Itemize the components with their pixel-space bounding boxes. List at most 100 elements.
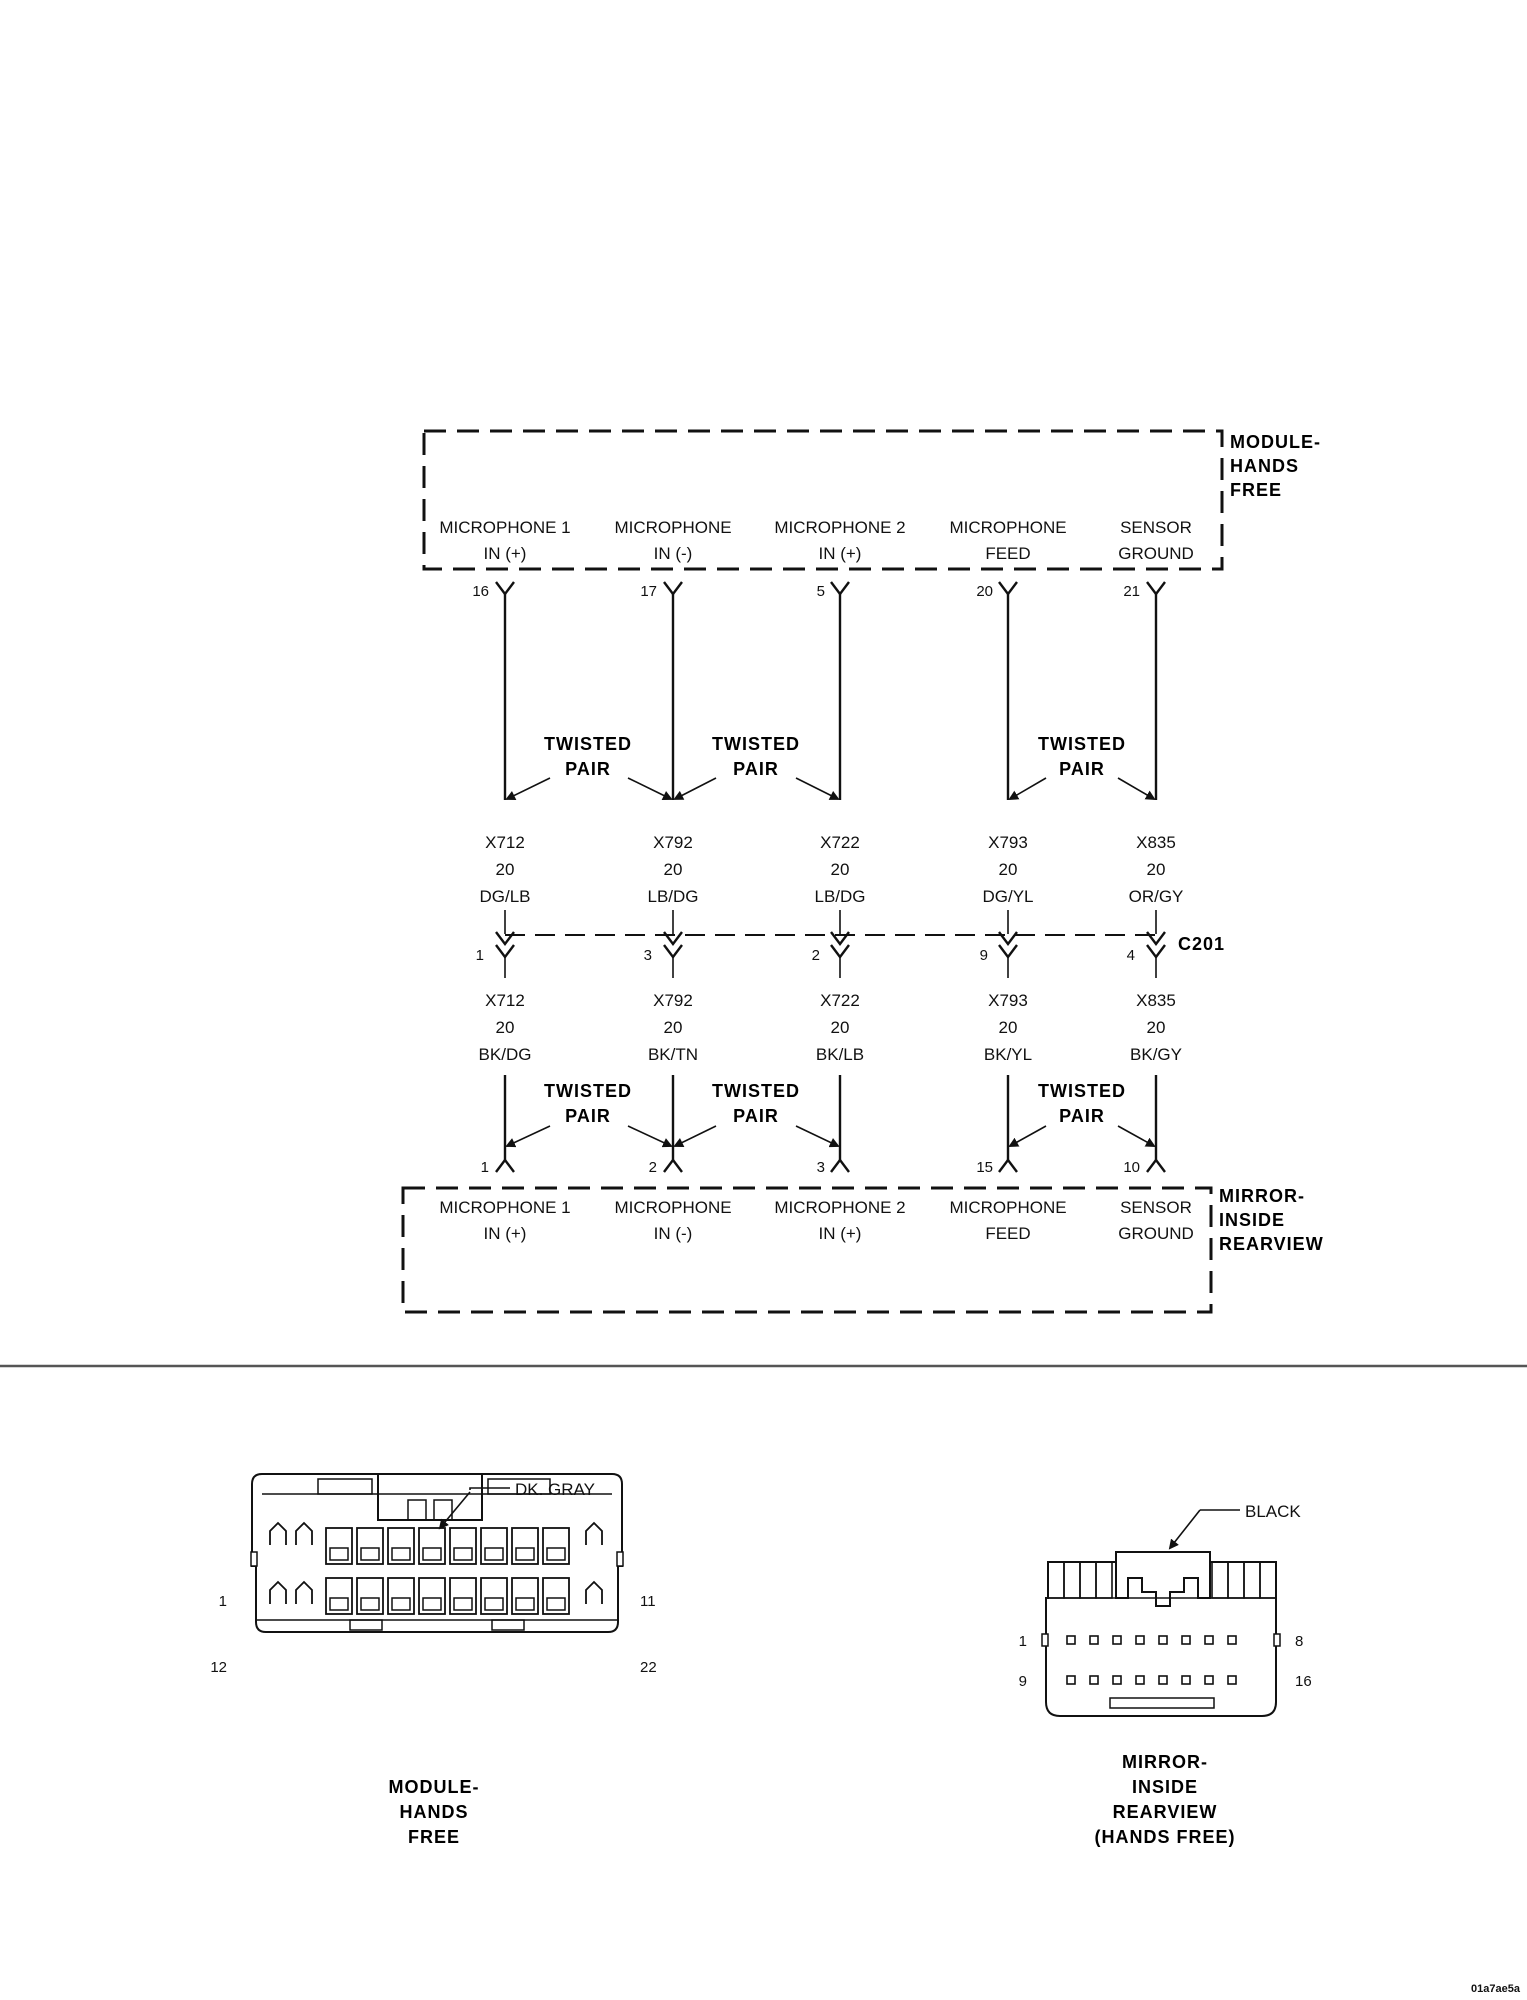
svg-text:MIRROR-: MIRROR- xyxy=(1122,1752,1208,1772)
svg-text:MICROPHONE 2: MICROPHONE 2 xyxy=(774,1198,905,1217)
svg-text:X722: X722 xyxy=(820,833,860,852)
twisted-pair-label: TWISTED PAIR xyxy=(1038,1081,1126,1126)
svg-text:BK/LB: BK/LB xyxy=(816,1045,864,1064)
svg-text:MIRROR-: MIRROR- xyxy=(1219,1186,1305,1206)
svg-text:TWISTED: TWISTED xyxy=(544,734,632,754)
svg-text:MICROPHONE: MICROPHONE xyxy=(949,1198,1066,1217)
mirror-pin-function-5: SENSOR GROUND xyxy=(1118,1198,1194,1243)
svg-text:HANDS: HANDS xyxy=(399,1802,468,1822)
svg-text:LB/DG: LB/DG xyxy=(814,887,865,906)
module-color-leader xyxy=(469,1487,510,1490)
svg-text:X712: X712 xyxy=(485,991,525,1010)
svg-text:FEED: FEED xyxy=(985,544,1030,563)
module-pin-number: 20 xyxy=(976,583,993,600)
svg-text:INSIDE: INSIDE xyxy=(1219,1210,1285,1230)
svg-text:SENSOR: SENSOR xyxy=(1120,518,1192,537)
mirror-pin-number: 10 xyxy=(1123,1159,1140,1176)
module-pin-number: 16 xyxy=(472,583,489,600)
svg-text:X835: X835 xyxy=(1136,833,1176,852)
mirror-pin-function-3: MICROPHONE 2 IN (+) xyxy=(774,1198,905,1243)
lower-wires xyxy=(503,1075,1158,1160)
module-connector-pin-label: 11 xyxy=(640,1593,656,1610)
svg-text:20: 20 xyxy=(999,860,1018,879)
twisted-pair-label: TWISTED PAIR xyxy=(544,1081,632,1126)
svg-text:X792: X792 xyxy=(653,833,693,852)
svg-text:IN (-): IN (-) xyxy=(654,544,693,563)
upper-wires xyxy=(503,594,1158,800)
lower-wire-label-5: X835 20 BK/GY xyxy=(1130,991,1182,1064)
svg-text:20: 20 xyxy=(831,860,850,879)
svg-text:SENSOR: SENSOR xyxy=(1120,1198,1192,1217)
svg-text:X793: X793 xyxy=(988,991,1028,1010)
svg-text:PAIR: PAIR xyxy=(565,759,611,779)
svg-text:MODULE-: MODULE- xyxy=(389,1777,480,1797)
svg-text:TWISTED: TWISTED xyxy=(544,1081,632,1101)
module-hands-free-box xyxy=(422,429,1224,571)
svg-text:FREE: FREE xyxy=(408,1827,460,1847)
svg-text:IN (+): IN (+) xyxy=(819,1224,862,1243)
svg-text:MICROPHONE 1: MICROPHONE 1 xyxy=(439,518,570,537)
svg-text:20: 20 xyxy=(496,1018,515,1037)
svg-text:GROUND: GROUND xyxy=(1118,1224,1194,1243)
mirror-pin-number: 3 xyxy=(817,1159,825,1176)
mirror-pin-number: 1 xyxy=(481,1159,489,1176)
mirror-pin-function-1: MICROPHONE 1 IN (+) xyxy=(439,1198,570,1243)
lower-wire-label-3: X722 20 BK/LB xyxy=(816,991,864,1064)
svg-text:TWISTED: TWISTED xyxy=(1038,1081,1126,1101)
svg-text:HANDS: HANDS xyxy=(1230,456,1299,476)
c201-pin-number: 9 xyxy=(980,947,988,964)
svg-text:OR/GY: OR/GY xyxy=(1129,887,1184,906)
svg-text:20: 20 xyxy=(664,1018,683,1037)
mirror-color-arrow xyxy=(1168,1509,1201,1550)
upper-wire-label-4: X793 20 DG/YL xyxy=(982,833,1033,906)
module-pin-function-5: SENSOR GROUND xyxy=(1118,518,1194,563)
module-terminals xyxy=(495,581,1166,596)
svg-text:REARVIEW: REARVIEW xyxy=(1113,1802,1218,1822)
svg-text:PAIR: PAIR xyxy=(1059,759,1105,779)
svg-text:FEED: FEED xyxy=(985,1224,1030,1243)
module-color-arrow xyxy=(438,1491,471,1530)
module-color-label: DK. GRAY xyxy=(515,1480,595,1499)
mirror-connector-pin-label: 1 xyxy=(1019,1633,1027,1650)
svg-text:X792: X792 xyxy=(653,991,693,1010)
svg-text:MICROPHONE: MICROPHONE xyxy=(614,1198,731,1217)
svg-text:FREE: FREE xyxy=(1230,480,1282,500)
svg-text:DG/LB: DG/LB xyxy=(479,887,530,906)
mirror-inside-rearview-box xyxy=(401,1186,1213,1314)
svg-text:BK/DG: BK/DG xyxy=(479,1045,532,1064)
mirror-inside-rearview-name: MIRROR- INSIDE REARVIEW xyxy=(1219,1186,1324,1254)
lower-wire-label-2: X792 20 BK/TN xyxy=(648,991,698,1064)
mirror-pin-function-2: MICROPHONE IN (-) xyxy=(614,1198,731,1243)
svg-text:BK/TN: BK/TN xyxy=(648,1045,698,1064)
svg-text:INSIDE: INSIDE xyxy=(1132,1777,1198,1797)
svg-text:20: 20 xyxy=(999,1018,1018,1037)
svg-text:REARVIEW: REARVIEW xyxy=(1219,1234,1324,1254)
mirror-connector-caption: MIRROR- INSIDE REARVIEW (HANDS FREE) xyxy=(1095,1752,1236,1847)
upper-wire-label-2: X792 20 LB/DG xyxy=(647,833,698,906)
module-pin-function-4: MICROPHONE FEED xyxy=(949,518,1066,563)
svg-text:20: 20 xyxy=(1147,1018,1166,1037)
svg-text:X722: X722 xyxy=(820,991,860,1010)
svg-text:20: 20 xyxy=(664,860,683,879)
twisted-pair-arrows xyxy=(505,1125,1156,1148)
svg-text:PAIR: PAIR xyxy=(733,759,779,779)
module-pin-number: 17 xyxy=(640,583,657,600)
svg-text:IN (+): IN (+) xyxy=(819,544,862,563)
module-connector-pin-label: 22 xyxy=(640,1659,657,1676)
module-pin-function-2: MICROPHONE IN (-) xyxy=(614,518,731,563)
twisted-pair-label: TWISTED PAIR xyxy=(712,1081,799,1126)
svg-text:BK/GY: BK/GY xyxy=(1130,1045,1182,1064)
twisted-pair-arrows xyxy=(505,777,1156,801)
svg-text:20: 20 xyxy=(831,1018,850,1037)
c201-pin-number: 4 xyxy=(1127,947,1135,964)
c201-pin-number: 3 xyxy=(644,947,652,964)
mirror-connector-pin-label: 8 xyxy=(1295,1633,1303,1650)
upper-wire-label-5: X835 20 OR/GY xyxy=(1129,833,1184,906)
mirror-pin-function-4: MICROPHONE FEED xyxy=(949,1198,1066,1243)
svg-text:(HANDS FREE): (HANDS FREE) xyxy=(1095,1827,1236,1847)
svg-text:MICROPHONE 2: MICROPHONE 2 xyxy=(774,518,905,537)
lower-wire-label-4: X793 20 BK/YL xyxy=(984,991,1032,1064)
svg-text:MODULE-: MODULE- xyxy=(1230,432,1321,452)
upper-wire-label-3: X722 20 LB/DG xyxy=(814,833,865,906)
svg-text:MICROPHONE: MICROPHONE xyxy=(949,518,1066,537)
